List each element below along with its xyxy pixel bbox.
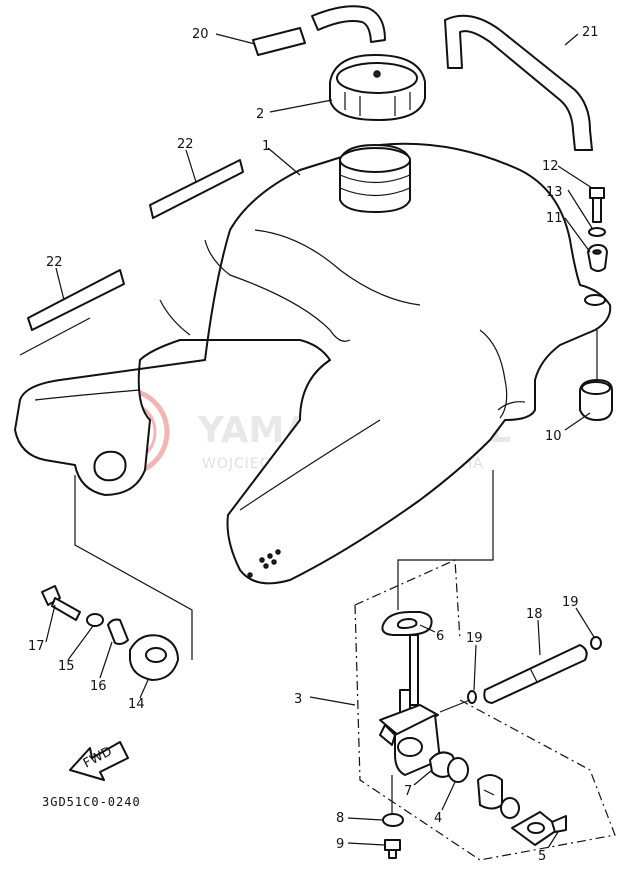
o-ring-4 bbox=[447, 757, 469, 783]
label-part-8: 8 bbox=[336, 811, 344, 826]
bolt-12 bbox=[589, 187, 605, 223]
label-part-19-left: 19 bbox=[466, 631, 483, 646]
bolt-17 bbox=[41, 585, 81, 621]
clip-19-left bbox=[467, 690, 477, 704]
filter-8 bbox=[382, 813, 404, 827]
fuel-cock bbox=[379, 634, 441, 776]
label-part-20: 20 bbox=[192, 27, 209, 42]
vent-hose-short bbox=[252, 5, 386, 56]
washer-15 bbox=[86, 613, 104, 627]
drawing-code: 3GD51C0-0240 bbox=[42, 795, 141, 809]
label-part-22-lower: 22 bbox=[46, 255, 63, 270]
washer-13 bbox=[588, 227, 606, 237]
label-part-9: 9 bbox=[336, 837, 344, 852]
label-part-17: 17 bbox=[28, 639, 45, 654]
label-part-2: 2 bbox=[256, 107, 264, 122]
clip-19-right bbox=[590, 636, 602, 650]
label-part-3: 3 bbox=[294, 692, 302, 707]
collar-11 bbox=[587, 244, 608, 272]
drain-screw-9 bbox=[384, 839, 401, 859]
grommet-14 bbox=[129, 634, 179, 681]
label-part-13: 13 bbox=[546, 185, 563, 200]
label-part-5: 5 bbox=[538, 849, 546, 864]
screw-5 bbox=[551, 815, 567, 833]
label-part-7: 7 bbox=[404, 784, 412, 799]
wave-washer bbox=[500, 797, 520, 819]
grommet-10 bbox=[579, 379, 613, 421]
tank-drain-dots bbox=[247, 549, 281, 578]
damper-pad-lower bbox=[19, 269, 125, 356]
label-part-6: 6 bbox=[436, 629, 444, 644]
fuel-tank bbox=[14, 142, 612, 585]
label-part-14: 14 bbox=[128, 697, 145, 712]
label-part-21: 21 bbox=[582, 25, 599, 40]
fwd-arrow: FWD bbox=[69, 741, 129, 781]
label-part-11: 11 bbox=[546, 211, 563, 226]
label-part-10: 10 bbox=[545, 429, 562, 444]
collar-16 bbox=[107, 618, 129, 645]
label-part-22-upper: 22 bbox=[177, 137, 194, 152]
part-number-labels: 1 2 3 4 5 6 7 8 9 10 11 12 13 14 15 16 1… bbox=[28, 25, 599, 864]
label-part-1: 1 bbox=[262, 139, 270, 154]
fuel-hose-18 bbox=[483, 644, 588, 704]
label-part-15: 15 bbox=[58, 659, 75, 674]
label-part-18: 18 bbox=[526, 607, 543, 622]
label-part-4: 4 bbox=[434, 811, 442, 826]
callout-lines bbox=[45, 33, 595, 849]
label-part-19-right: 19 bbox=[562, 595, 579, 610]
lever-handle bbox=[477, 774, 503, 810]
fuel-cap bbox=[329, 54, 426, 121]
gasket-6 bbox=[381, 611, 433, 636]
breather-hose bbox=[444, 14, 593, 151]
label-part-12: 12 bbox=[542, 159, 559, 174]
label-part-16: 16 bbox=[90, 679, 107, 694]
damper-pad-upper bbox=[149, 159, 244, 219]
